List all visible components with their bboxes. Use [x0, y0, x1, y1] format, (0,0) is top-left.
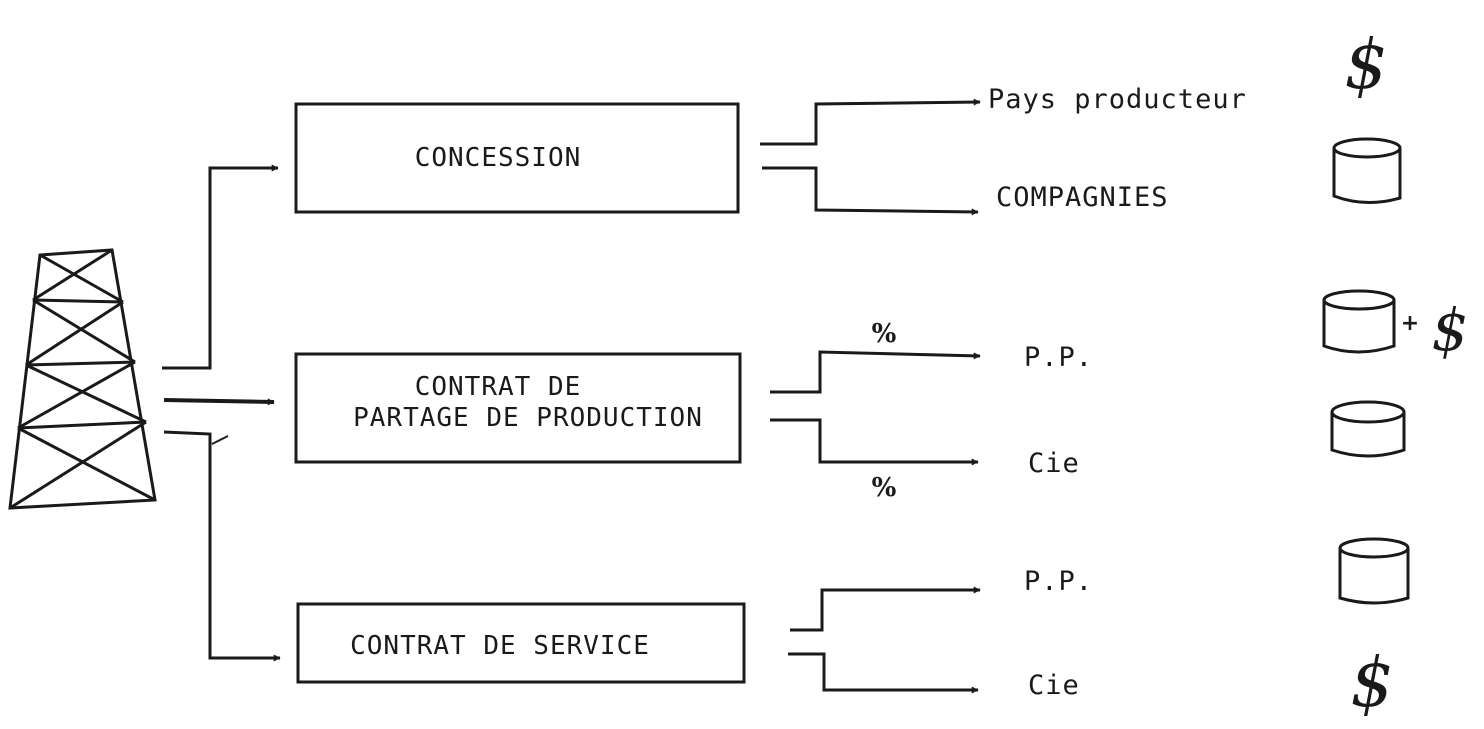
derrick-connectors [162, 164, 281, 662]
output-connectors [760, 98, 981, 694]
box-concession-label: CONCESSION [415, 143, 582, 173]
arrow-to-partage [163, 398, 275, 406]
svg-text:$: $ [1432, 296, 1469, 364]
output-label-service-cie: Cie [1028, 670, 1080, 701]
share-mark-pp: % [872, 319, 897, 349]
share-mark-cie: % [872, 473, 897, 503]
svg-text:+: + [1401, 311, 1419, 336]
barrel-icon [1330, 400, 1406, 458]
arrow-service-pp [790, 586, 981, 632]
arrow-concession-pays-producteur [760, 98, 981, 146]
barrel-icon [1322, 289, 1396, 354]
box-service-label: CONTRAT DE SERVICE [350, 631, 650, 661]
output-label-partage-cie: Cie [1028, 448, 1080, 479]
arrow-partage-cie [770, 418, 979, 466]
dollar-icon: $ [1432, 296, 1469, 364]
plus-icon: + [1401, 311, 1419, 336]
output-label-compagnies: COMPAGNIES [996, 182, 1169, 213]
dollar-icon: $ [1350, 644, 1393, 723]
svg-text:$: $ [1350, 644, 1393, 723]
box-contrat-service: CONTRAT DE SERVICE [296, 602, 746, 684]
barrel-icon [1338, 537, 1410, 605]
output-label-partage-pp: P.P. [1024, 342, 1093, 373]
arrow-to-service [163, 430, 281, 662]
arrow-to-concession [162, 164, 279, 370]
box-partage-label-line-2: PARTAGE DE PRODUCTION [353, 403, 703, 433]
box-concession: CONCESSION [294, 102, 740, 214]
oil-derrick-icon [8, 248, 157, 510]
box-partage-production: CONTRAT DE PARTAGE DE PRODUCTION [294, 352, 742, 464]
arrow-partage-pp [770, 350, 981, 394]
box-partage-label-line-1: CONTRAT DE [415, 372, 582, 402]
barrel-icon [1332, 137, 1402, 205]
arrow-service-cie [788, 652, 979, 694]
output-label-service-pp: P.P. [1024, 566, 1093, 597]
arrow-concession-compagnies [762, 166, 979, 216]
svg-text:$: $ [1344, 26, 1387, 105]
output-label-pays-producteur: Pays producteur [988, 84, 1247, 115]
dollar-icon: $ [1344, 26, 1387, 105]
